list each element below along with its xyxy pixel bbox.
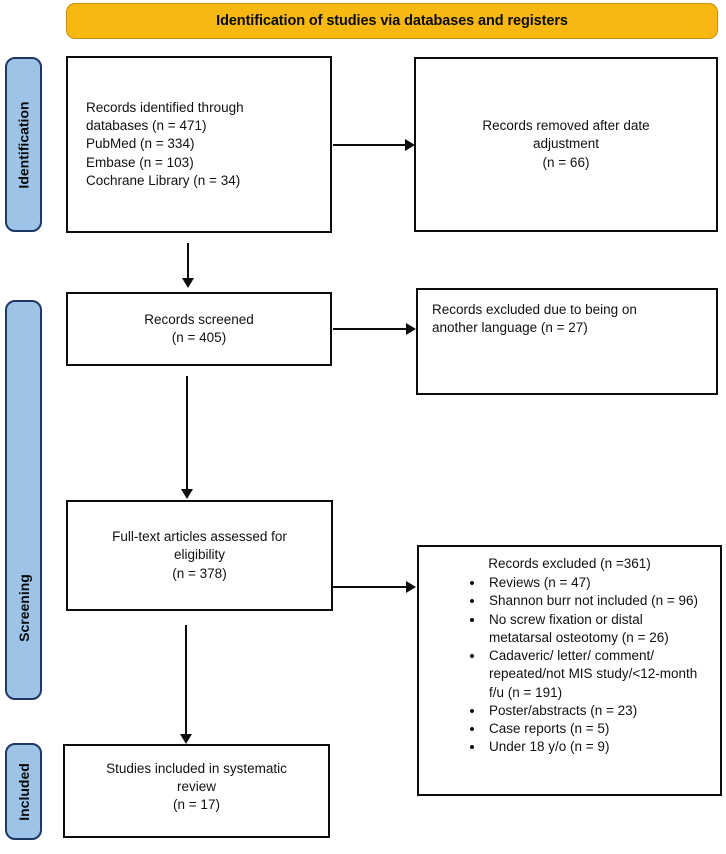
list-item: Cadaveric/ letter/ comment/ repeated/not… [485, 647, 706, 702]
arrow-identified-to-removed [333, 144, 406, 146]
stage-label-screening: Screening [5, 300, 42, 700]
studies-included-line-1: Studies included in systematic [106, 761, 287, 776]
records-identified-line-3: PubMed (n = 334) [86, 136, 195, 152]
box-fulltext-assessed: Full-text articles assessed for eligibil… [66, 500, 333, 611]
stage-label-included-text: Included [15, 762, 32, 821]
box-records-identified: Records identified through databases (n … [66, 56, 332, 233]
list-item: Under 18 y/o (n = 9) [485, 738, 706, 756]
records-excluded-language-line-1: Records excluded due to being on [432, 302, 637, 317]
records-identified-line-2: databases (n = 471) [86, 118, 207, 134]
banner-title: Identification of studies via databases … [216, 13, 568, 29]
list-item: Case reports (n = 5) [485, 720, 706, 738]
list-item: Shannon burr not included (n = 96) [485, 592, 706, 610]
records-identified-line-1: Records identified through [86, 99, 244, 115]
banner-identification-header: Identification of studies via databases … [66, 3, 718, 39]
arrow-screened-to-language-excluded [333, 328, 407, 330]
stage-label-identification: Identification [5, 57, 42, 232]
records-excluded-title: Records excluded (n =361) [488, 556, 651, 571]
box-records-excluded-language: Records excluded due to being on another… [416, 288, 718, 395]
list-item: No screw fixation or distal metatarsal o… [485, 611, 706, 647]
stage-label-identification-text: Identification [15, 100, 32, 189]
studies-included-line-2: review [176, 779, 216, 795]
box-records-removed: Records removed after date adjustment (n… [414, 57, 718, 232]
records-excluded-list: Reviews (n = 47) Shannon burr not includ… [433, 574, 706, 756]
stage-label-included: Included [5, 743, 42, 840]
stage-label-screening-text: Screening [15, 574, 32, 642]
records-identified-line-4: Embase (n = 103) [86, 154, 194, 170]
records-screened-line-1: Records screened [144, 311, 254, 327]
box-studies-included: Studies included in systematic review (n… [63, 744, 330, 838]
fulltext-assessed-line-1: Full-text articles assessed for [112, 529, 287, 545]
fulltext-assessed-line-3: (n = 378) [172, 565, 227, 581]
box-records-screened: Records screened (n = 405) [66, 292, 332, 366]
studies-included-line-3: (n = 17) [173, 797, 220, 813]
arrow-fulltext-to-excluded [333, 586, 407, 588]
arrow-identified-to-screened [187, 243, 189, 279]
records-removed-line-1: Records removed after date [482, 118, 650, 134]
records-excluded-language-line-2: another language (n = 27) [432, 320, 588, 336]
records-identified-line-5: Cochrane Library (n = 34) [86, 172, 241, 188]
fulltext-assessed-line-2: eligibility [173, 547, 226, 563]
arrow-screened-to-fulltext [186, 376, 188, 490]
records-removed-line-2: adjustment [532, 136, 600, 152]
box-records-excluded-reasons: Records excluded (n =361) Reviews (n = 4… [417, 545, 722, 796]
records-screened-line-2: (n = 405) [171, 330, 227, 345]
list-item: Poster/abstracts (n = 23) [485, 702, 706, 720]
arrow-fulltext-to-included [185, 625, 187, 735]
list-item: Reviews (n = 47) [485, 574, 706, 592]
records-removed-line-3: (n = 66) [542, 154, 590, 170]
